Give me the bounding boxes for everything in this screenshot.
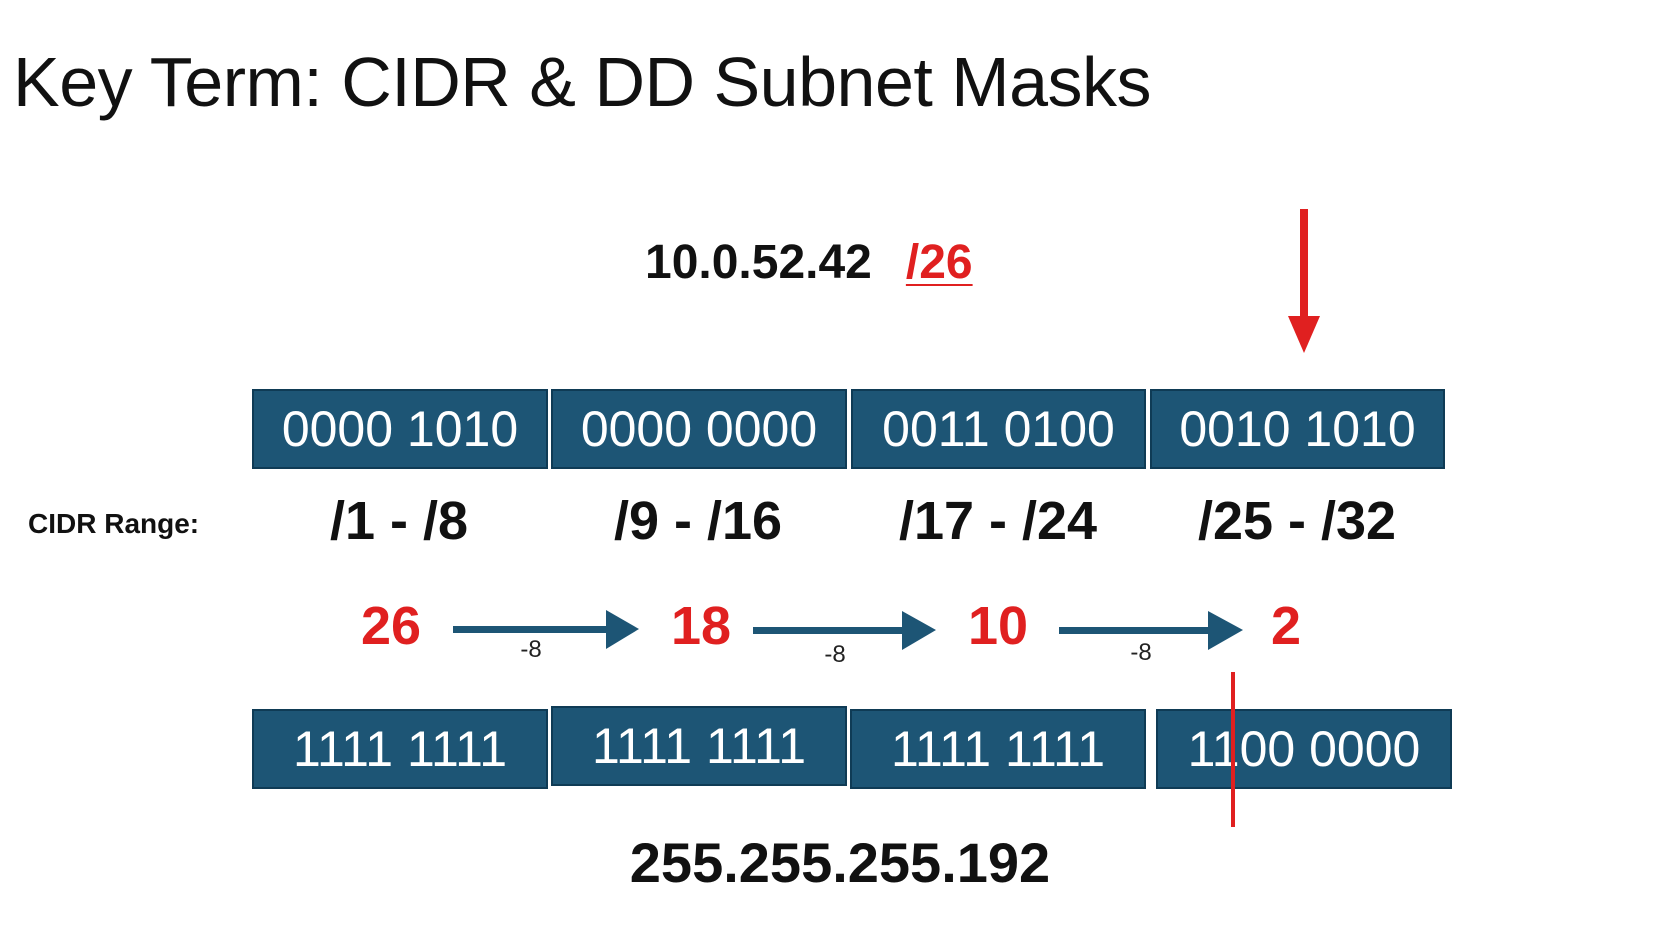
subnet-mask-value: 255.255.255.192 — [629, 831, 1051, 894]
slide-title: Key Term: CIDR & DD Subnet Masks — [13, 43, 1152, 121]
step-label-3: -8 — [1130, 639, 1152, 666]
ip-octet-4-box: 0010 1010 — [1150, 389, 1445, 469]
ip-address-line: 10.0.52.42/26 — [645, 235, 973, 290]
step-label-2: -8 — [824, 641, 846, 668]
step-label-1: -8 — [520, 636, 542, 663]
cidr-range-label: CIDR Range: — [28, 508, 200, 539]
ip-octet-3-box: 0011 0100 — [851, 389, 1146, 469]
ip-address: 10.0.52.42 — [645, 236, 872, 289]
ip-octet-1-box: 0000 1010 — [252, 389, 548, 469]
mask-octet-2-box: 1111 1111 — [551, 706, 847, 786]
ip-octet-2-box: 0000 0000 — [551, 389, 847, 469]
right-arrow-icon — [453, 610, 639, 649]
mask-octet-1-box: 1111 1111 — [252, 709, 548, 789]
countdown-value-3: 10 — [967, 596, 1029, 656]
mask-octet-3-box: 1111 1111 — [850, 709, 1146, 789]
cidr-range-octet-3: /17 - /24 — [898, 491, 1098, 551]
countdown-value-1: 26 — [360, 596, 422, 656]
mask-octet-4-box: 1100 0000 — [1156, 709, 1452, 789]
cidr-range-octet-4: /25 - /32 — [1197, 491, 1397, 551]
countdown-value-4: 2 — [1270, 596, 1302, 656]
down-arrow-icon — [1288, 209, 1320, 353]
countdown-value-2: 18 — [670, 596, 732, 656]
subnet-mask-dotted-decimal: 255.255.255.192 — [0, 830, 1680, 895]
ip-prefix: /26 — [905, 236, 973, 289]
cidr-range-octet-1: /1 - /8 — [329, 491, 469, 551]
cidr-range-octet-2: /9 - /16 — [613, 491, 783, 551]
